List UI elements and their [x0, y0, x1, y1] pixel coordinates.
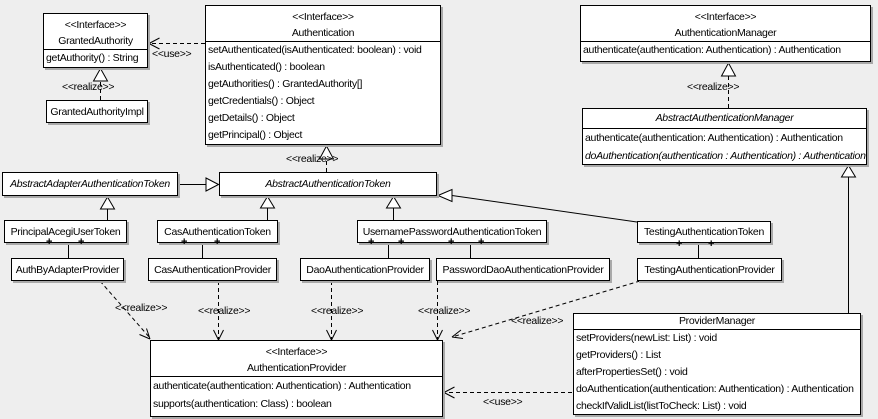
multiplicity-label: +: [214, 236, 221, 248]
class-name: AbstractAuthenticationManager: [655, 112, 794, 124]
multiplicity-label: +: [368, 236, 375, 248]
stereotype-label: <<Interface>>: [694, 11, 757, 23]
class-provider-manager[interactable]: ProviderManager setProviders(newList: Li…: [573, 313, 861, 415]
method: supports(authentication: Class) : boolea…: [153, 398, 332, 410]
multiplicity-label: +: [181, 236, 188, 248]
method: afterPropertiesSet() : void: [576, 366, 688, 378]
class-name: TestingAuthenticationProvider: [644, 263, 775, 276]
method: getProviders() : List: [576, 349, 661, 361]
class-authentication-manager[interactable]: <<Interface>> AuthenticationManager auth…: [580, 5, 871, 62]
method: setAuthenticated(isAuthenticated: boolea…: [208, 44, 422, 56]
class-name: AuthByAdapterProvider: [15, 263, 120, 276]
stereotype-label: <<Interface>>: [265, 346, 328, 358]
class-cas-authentication-token[interactable]: CasAuthenticationToken: [157, 220, 278, 243]
realize-label: <<realize>>: [511, 315, 564, 327]
use-label: <<use>>: [152, 48, 192, 60]
class-name: CasAuthenticationProvider: [154, 263, 271, 276]
multiplicity-label: +: [398, 236, 405, 248]
generalization-edges: [99, 164, 857, 313]
method: getAuthority() : String: [46, 52, 139, 64]
multiplicity-label: +: [478, 236, 485, 248]
method: getAuthorities() : GrantedAuthority[]: [208, 78, 363, 90]
class-name: CasAuthenticationToken: [164, 225, 271, 238]
realize-label: <<realize>>: [62, 81, 115, 93]
realize-label: <<realize>>: [115, 302, 168, 314]
open-arrowheads: [139, 328, 464, 341]
method: authenticate(authentication: Authenticat…: [583, 44, 841, 56]
realize-triangle-edges: [100, 76, 729, 172]
class-name: AuthenticationProvider: [246, 362, 347, 374]
class-principal-acegi-user-token[interactable]: PrincipalAcegiUserToken: [4, 220, 127, 243]
multiplicity-label: +: [46, 236, 53, 248]
stereotype-label: <<Interface>>: [64, 19, 127, 31]
class-name: GrantedAuthorityImpl: [50, 105, 144, 118]
class-name: Authentication: [291, 27, 355, 39]
realize-open-edges: [99, 280, 641, 339]
class-name: AbstractAdapterAuthenticationToken: [10, 178, 170, 190]
class-testing-authentication-provider[interactable]: TestingAuthenticationProvider: [637, 258, 782, 281]
association-lines: [68, 242, 699, 258]
method: getPrincipal() : Object: [208, 129, 303, 141]
method: authenticate(authentication: Authenticat…: [585, 132, 843, 144]
class-name: AbstractAuthenticationToken: [265, 178, 391, 190]
realize-label: <<realize>>: [311, 305, 364, 317]
class-cas-authentication-provider[interactable]: CasAuthenticationProvider: [148, 258, 277, 281]
method: isAuthenticated() : boolean: [208, 61, 325, 73]
method: doAuthentication(authentication : Authen…: [585, 150, 866, 162]
class-abstract-authentication-token[interactable]: AbstractAuthenticationToken: [219, 172, 437, 196]
multiplicity-label: +: [708, 238, 715, 250]
realize-label: <<realize>>: [198, 305, 251, 317]
stereotype-label: <<Interface>>: [292, 11, 354, 23]
class-name: ProviderManager: [678, 315, 756, 327]
method: setProviders(newList: List) : void: [576, 332, 717, 344]
class-name: PrincipalAcegiUserToken: [10, 225, 121, 238]
class-password-dao-authentication-provider[interactable]: PasswordDaoAuthenticationProvider: [436, 258, 610, 281]
class-granted-authority[interactable]: <<Interface>> GrantedAuthority getAuthor…: [43, 13, 148, 68]
class-abstract-adapter-authentication-token[interactable]: AbstractAdapterAuthenticationToken: [2, 172, 178, 196]
realize-label: <<realize>>: [286, 153, 339, 165]
realize-triangles: [92, 61, 737, 160]
class-name: GrantedAuthority: [58, 35, 133, 47]
class-username-password-authentication-token[interactable]: UsernamePasswordAuthenticationToken: [357, 220, 547, 243]
class-name: AuthenticationManager: [674, 27, 777, 39]
multiplicity-label: +: [676, 238, 683, 250]
class-name: PasswordDaoAuthenticationProvider: [442, 263, 604, 276]
method: authenticate(authentication: Authenticat…: [153, 380, 411, 392]
method: getDetails() : Object: [208, 112, 295, 124]
method: getCredentials() : Object: [208, 95, 315, 107]
class-authentication[interactable]: <<Interface>> Authentication setAuthenti…: [205, 5, 441, 145]
method: checkIfValidList(listToCheck: List) : vo…: [576, 400, 747, 412]
class-auth-by-adapter-provider[interactable]: AuthByAdapterProvider: [11, 258, 124, 281]
class-authentication-provider[interactable]: <<Interface>> AuthenticationProvider aut…: [150, 340, 443, 417]
use-edges: [148, 37, 572, 399]
method: doAuthentication(authentication: Authent…: [576, 383, 854, 395]
class-granted-authority-impl[interactable]: GrantedAuthorityImpl: [46, 100, 148, 123]
multiplicity-label: +: [78, 236, 85, 248]
realize-label: <<realize>>: [687, 81, 740, 93]
class-dao-authentication-provider[interactable]: DaoAuthenticationProvider: [300, 258, 430, 281]
class-name: TestingAuthenticationToken: [643, 226, 765, 238]
class-name: UsernamePasswordAuthenticationToken: [362, 225, 542, 238]
class-abstract-authentication-manager[interactable]: AbstractAuthenticationManager authentica…: [582, 108, 867, 165]
realize-label: <<realize>>: [418, 305, 471, 317]
class-testing-authentication-token[interactable]: TestingAuthenticationToken: [637, 221, 771, 243]
multiplicity-label: +: [448, 236, 455, 248]
use-label: <<use>>: [483, 396, 523, 408]
class-name: DaoAuthenticationProvider: [306, 263, 424, 276]
